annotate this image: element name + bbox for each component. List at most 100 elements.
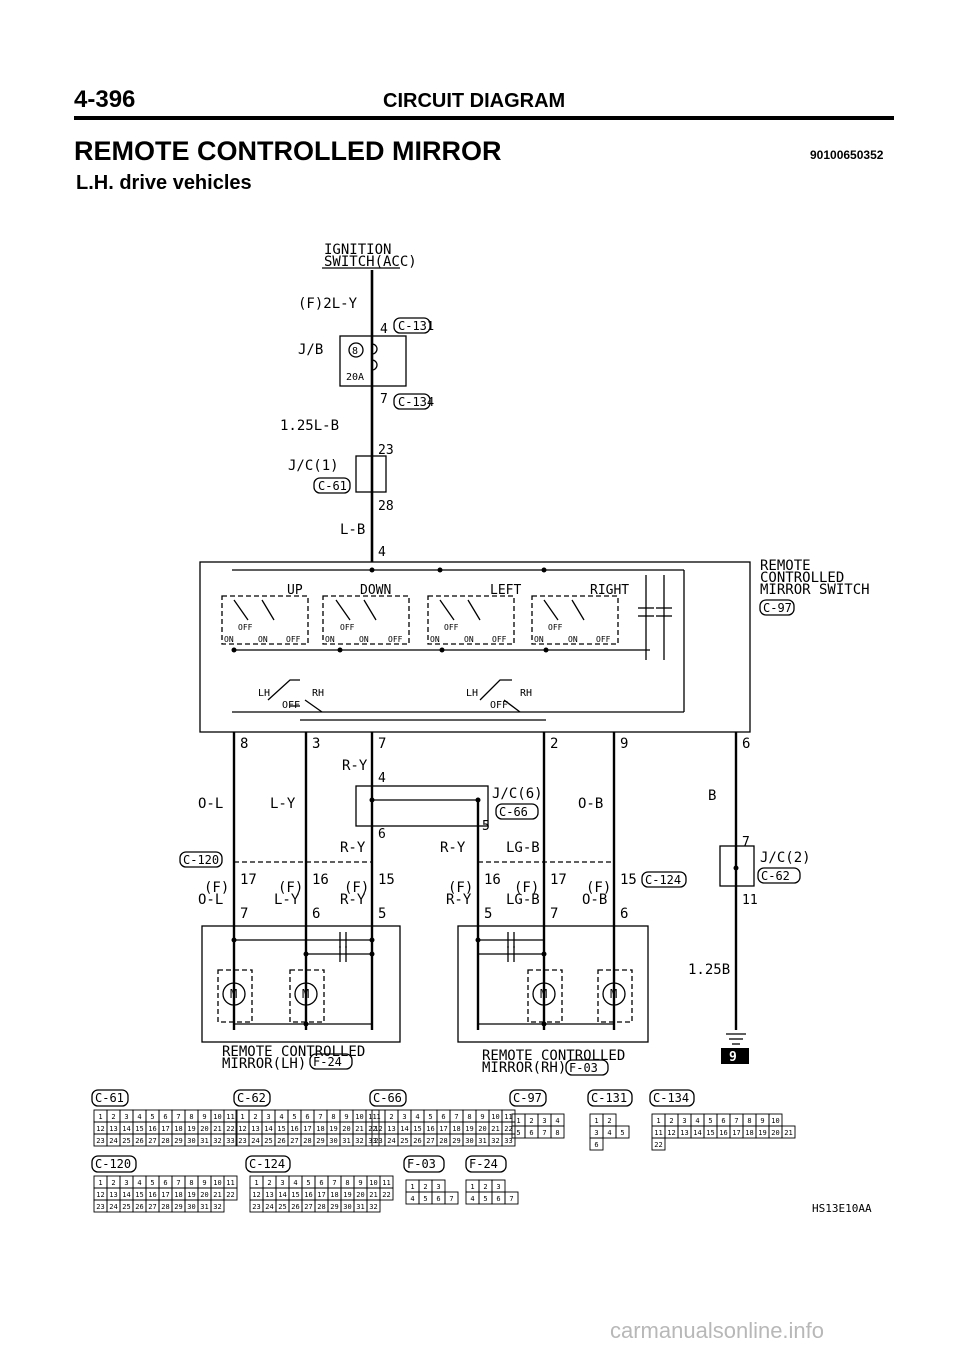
pin-label: 7 [550,906,558,922]
pin-number: 28 [161,1203,169,1211]
pin-label: 7 [380,392,388,407]
pin-number: 14 [400,1125,408,1133]
wire-label-b: B [708,788,716,804]
pin-number: 8 [467,1113,471,1121]
pin-number: 6 [721,1117,725,1125]
wire-label-f: (F) [448,880,473,896]
switch-off-label: OFF [238,623,253,632]
pin-number: 7 [454,1113,458,1121]
wire-label-f: (F) [204,880,229,896]
pin-number: 22 [504,1125,512,1133]
switch-on-label: ON [568,635,578,644]
pin-number: 3 [594,1129,598,1137]
switch-on-label: ON [359,635,369,644]
pin-number: 3 [436,1183,440,1191]
pin-number: 26 [135,1203,143,1211]
connector-tag-c134: C-134 [398,395,434,409]
wire-label-ol: O-L [198,796,223,812]
pin-number: 11 [654,1129,662,1137]
pin-label: 7 [742,835,750,850]
pin-number: 10 [355,1113,363,1121]
pin-cell [550,1125,565,1139]
pin-number: 7 [734,1117,738,1125]
pin-number: 26 [291,1203,299,1211]
pin-cell [504,1191,519,1205]
pin-number: 18 [330,1191,338,1199]
switch-on-label: ON [464,635,474,644]
pin-number: 19 [758,1129,766,1137]
pin-number: 22 [382,1191,390,1199]
pin-number: 31 [200,1137,208,1145]
switch-on-label: ON [534,635,544,644]
wire-label-ly: L-Y [274,892,300,908]
pin-label: 4 [378,545,386,560]
connector-tag-c124: C-124 [645,873,681,887]
pin-number: 14 [122,1125,130,1133]
pin-cell [615,1125,630,1139]
pin-number: 18 [174,1125,182,1133]
pin-number: 28 [161,1137,169,1145]
pin-cell [223,1133,238,1147]
pin-number: 3 [280,1179,284,1187]
pin-number: 3 [496,1183,500,1191]
pin-number: 13 [265,1191,273,1199]
pin-number: 20 [771,1129,779,1137]
pin-number: 24 [251,1137,259,1145]
wire-label-ry: R-Y [340,892,366,908]
wire-label-125b: 1.25B [688,962,730,978]
pin-number: 31 [342,1137,350,1145]
pin-label: 17 [240,872,257,888]
pin-number: 20 [200,1125,208,1133]
pin-number: 7 [509,1195,513,1203]
pin-number: 1 [240,1113,244,1121]
ground-number: 9 [729,1050,737,1065]
pin-label: 6 [620,906,628,922]
motor-icon: M [540,987,547,1001]
jc2-label: J/C(2) [760,850,811,866]
pin-number: 4 [279,1113,283,1121]
pin-label: 15 [620,872,637,888]
pin-number: 26 [135,1137,143,1145]
pin-number: 2 [111,1113,115,1121]
pin-cell [210,1199,225,1213]
pin-number: 33 [226,1137,234,1145]
pinout-label-c97: C-97 [513,1091,542,1105]
pinout-label-c61: C-61 [95,1091,124,1105]
pin-number: 29 [452,1137,460,1145]
pin-number: 25 [278,1203,286,1211]
pinout-label-c120: C-120 [95,1157,131,1171]
pin-number: 6 [436,1195,440,1203]
pin-number: 10 [369,1179,377,1187]
pin-number: 24 [109,1203,117,1211]
pin-number: 5 [150,1179,154,1187]
pin-number: 27 [304,1203,312,1211]
pin-cell [223,1187,238,1201]
pin-cell [444,1191,459,1205]
pin-number: 5 [516,1129,520,1137]
document-code: 90100650352 [810,148,884,162]
switch-on-label: ON [325,635,335,644]
switch-left-label: LEFT [490,583,521,598]
pin-number: 14 [122,1191,130,1199]
selector-off-label: OFF [282,700,300,711]
pin-number: 12 [252,1191,260,1199]
pin-number: 27 [148,1137,156,1145]
pin-number: 18 [174,1191,182,1199]
pin-number: 7 [449,1195,453,1203]
pin-number: 8 [189,1113,193,1121]
pin-number: 15 [413,1125,421,1133]
wire-label-f: (F) [514,880,539,896]
pin-label: 4 [380,322,388,337]
pin-number: 23 [252,1203,260,1211]
pin-number: 20 [478,1125,486,1133]
pin-number: 1 [410,1183,414,1191]
pin-number: 32 [369,1203,377,1211]
pin-number: 10 [213,1179,221,1187]
pin-number: 21 [491,1125,499,1133]
wire-label-ry: R-Y [342,758,368,774]
pin-number: 8 [747,1117,751,1125]
pin-label: 28 [378,499,394,514]
watermark: carmanualsonline.info [610,1318,825,1343]
pin-number: 25 [264,1137,272,1145]
pin-number: 32 [491,1137,499,1145]
